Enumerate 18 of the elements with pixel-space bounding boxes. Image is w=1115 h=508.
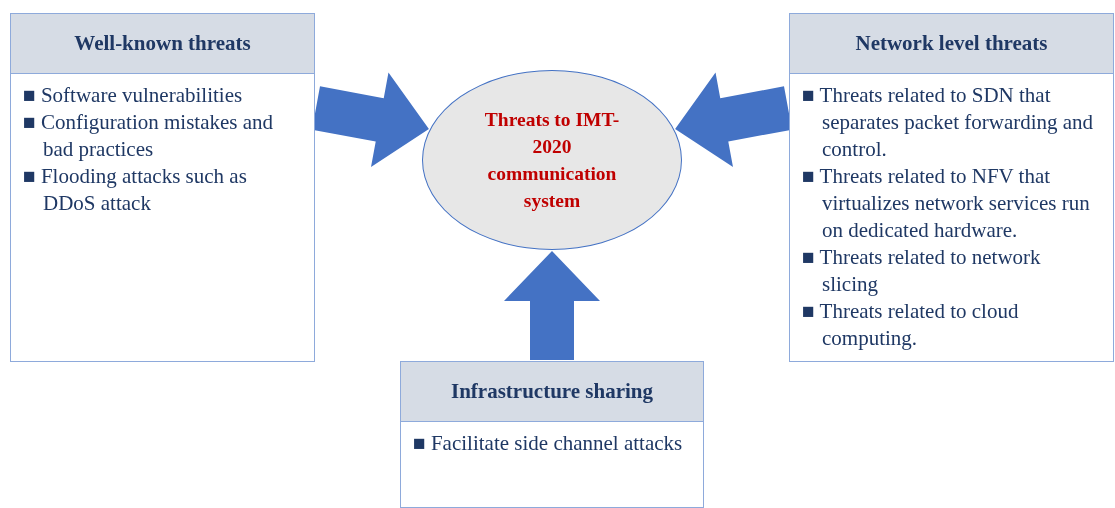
threat-card: [10, 13, 315, 362]
bullet-item: ■ Facilitate side channel attacks: [412, 430, 684, 457]
threat-card: [789, 13, 1114, 362]
block-arrow: [504, 251, 600, 360]
bullet-item: ■ Threats related to NFV that virtualizes network services run on dedicated hardware.: [801, 163, 1091, 244]
bullet-item: ■ Software vulnerabilities: [22, 82, 244, 109]
card-header: Well-known threats: [11, 14, 314, 74]
block-arrow: [675, 72, 792, 167]
block-arrow: [312, 72, 429, 167]
bullet-item: ■ Threats related to cloud computing.: [801, 298, 1020, 352]
threat-card: [400, 361, 704, 508]
card-header: Network level threats: [790, 14, 1113, 74]
center-title: Threats to IMT-2020 communication system: [483, 108, 621, 213]
bullet-item: ■ Flooding attacks such as DDoS attack: [22, 163, 248, 217]
bullet-item: ■ Threats related to network slicing: [801, 244, 1042, 298]
card-header: Infrastructure sharing: [401, 362, 703, 422]
bullet-item: ■ Threats related to SDN that separates packet forwarding and control.: [801, 82, 1095, 163]
bullet-item: ■ Configuration mistakes and bad practices: [22, 109, 275, 163]
